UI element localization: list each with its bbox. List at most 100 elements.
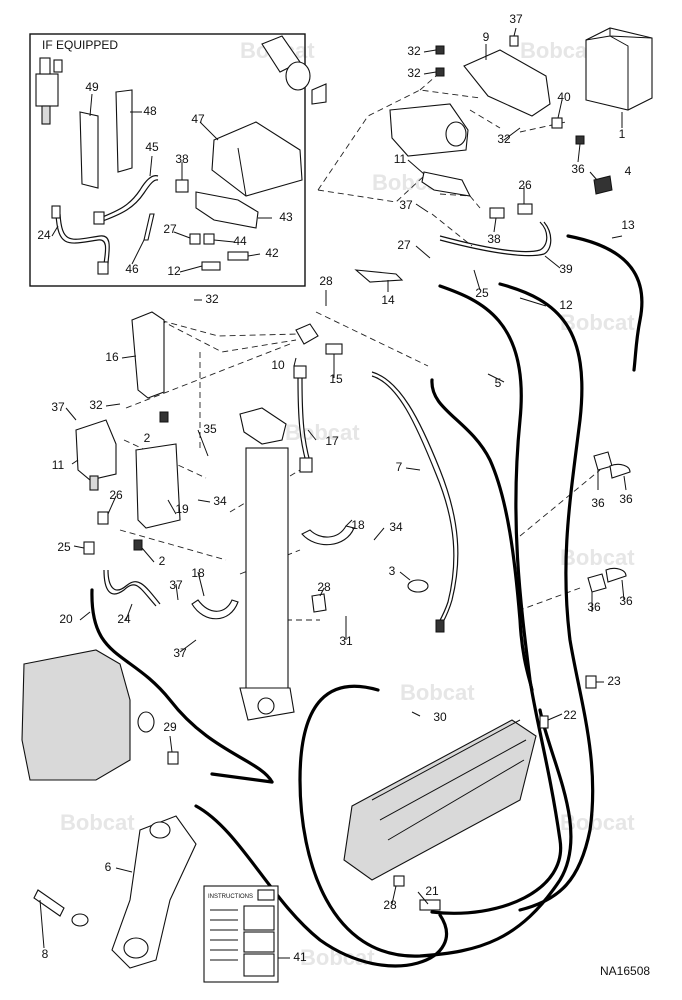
inset-valve bbox=[35, 57, 63, 125]
watermark-text: Bobcat bbox=[520, 38, 595, 63]
leader-lines bbox=[39, 27, 627, 959]
clamp-36c bbox=[587, 573, 607, 593]
callout: 5 bbox=[495, 376, 502, 390]
tube-24-inset-b bbox=[59, 213, 110, 273]
callout: 37 bbox=[51, 400, 65, 414]
callout: 27 bbox=[397, 238, 411, 252]
callout: 32 bbox=[89, 398, 103, 412]
callout: 2 bbox=[159, 554, 166, 568]
middle-components bbox=[75, 311, 631, 721]
callout: 44 bbox=[233, 234, 247, 248]
watermark-text: Bobcat bbox=[560, 310, 635, 335]
pin-46 bbox=[143, 213, 155, 241]
document-id: NA16508 bbox=[600, 964, 650, 978]
watermark-text: Bobcat bbox=[300, 945, 375, 970]
plug-37-upper bbox=[509, 35, 519, 47]
tube-24-lower bbox=[103, 569, 157, 607]
callout: 20 bbox=[59, 612, 73, 626]
callout: 48 bbox=[143, 104, 157, 118]
callout: 28 bbox=[383, 898, 397, 912]
callout: 18 bbox=[351, 518, 365, 532]
fitting-12-inset bbox=[201, 261, 221, 271]
watermark-layer: Bobcat Bobcat Bobcat Bobcat Bobcat Bobca… bbox=[40, 38, 635, 970]
fitting-29 bbox=[167, 751, 179, 765]
callout: 43 bbox=[279, 210, 293, 224]
control-valve-30 bbox=[343, 719, 537, 881]
callout: 18 bbox=[191, 566, 205, 580]
watermark-text: Bobcat bbox=[560, 810, 635, 835]
callout: 16 bbox=[105, 350, 119, 364]
clip-3 bbox=[407, 579, 429, 593]
inset-if-equipped: IF EQUIPPED bbox=[29, 33, 306, 287]
callout: 36 bbox=[571, 162, 585, 176]
bolt-32b bbox=[435, 67, 445, 77]
callout: 14 bbox=[381, 293, 395, 307]
tube-45 bbox=[99, 175, 159, 219]
callout: 31 bbox=[339, 634, 353, 648]
callout: 32 bbox=[497, 132, 511, 146]
callout: 21 bbox=[425, 884, 439, 898]
callout: 15 bbox=[329, 372, 343, 386]
bracket-48 bbox=[115, 89, 133, 173]
callout: 40 bbox=[557, 90, 571, 104]
callout: 27 bbox=[163, 222, 177, 236]
shield-47 bbox=[211, 121, 303, 197]
fitting-10 bbox=[295, 323, 319, 345]
fitting-26-upper bbox=[517, 203, 533, 215]
callout: 34 bbox=[213, 494, 227, 508]
fitting-26-lower bbox=[97, 511, 109, 525]
bracket-40 bbox=[551, 117, 563, 129]
callout: 37 bbox=[169, 578, 183, 592]
bracket-19 bbox=[135, 443, 181, 529]
lower-components: INSTRUCTIONS bbox=[21, 649, 597, 983]
hose-13 bbox=[566, 234, 644, 372]
callout: 34 bbox=[389, 520, 403, 534]
upper-components bbox=[261, 27, 653, 283]
callout: 3 bbox=[389, 564, 396, 578]
callout: 30 bbox=[433, 710, 447, 724]
clamp-36d bbox=[605, 567, 627, 583]
callout: 28 bbox=[317, 580, 331, 594]
bracket-16 bbox=[131, 311, 165, 399]
fitting-28-lower bbox=[393, 875, 405, 887]
hose-20 bbox=[90, 588, 274, 784]
valve-11-upper bbox=[421, 171, 471, 197]
bracket-49 bbox=[79, 111, 99, 189]
callout: 36 bbox=[619, 492, 633, 506]
fitting-25-lower bbox=[83, 541, 95, 555]
fitting-22 bbox=[539, 715, 549, 729]
callout: 37 bbox=[399, 198, 413, 212]
callout: 39 bbox=[559, 262, 573, 276]
callout: 37 bbox=[173, 646, 187, 660]
clamp-36b bbox=[609, 463, 631, 479]
inset-title: IF EQUIPPED bbox=[42, 38, 118, 52]
callout: 32 bbox=[407, 66, 421, 80]
frame-casting bbox=[21, 649, 131, 781]
callout: 29 bbox=[163, 720, 177, 734]
callout: 9 bbox=[483, 30, 490, 44]
hose-7-thin bbox=[371, 371, 459, 629]
callout: 17 bbox=[325, 434, 339, 448]
assembly-lines bbox=[119, 75, 601, 621]
callout: 38 bbox=[487, 232, 501, 246]
callout: 28 bbox=[319, 274, 333, 288]
callout: 45 bbox=[145, 140, 159, 154]
callout: 19 bbox=[175, 502, 189, 516]
nut-36 bbox=[575, 135, 585, 145]
callout: 2 bbox=[144, 431, 151, 445]
manual-box-1 bbox=[585, 27, 653, 111]
linkage-6 bbox=[111, 815, 197, 969]
tube-24-inset bbox=[55, 213, 107, 273]
callout: 4 bbox=[625, 164, 632, 178]
fitting-27-inset bbox=[189, 233, 201, 245]
hose-lower-loop bbox=[194, 804, 448, 968]
tube-45-b bbox=[99, 179, 159, 223]
callout: 22 bbox=[563, 708, 577, 722]
callout: 12 bbox=[559, 298, 573, 312]
callout: 36 bbox=[619, 594, 633, 608]
clamp-18-upper bbox=[301, 525, 355, 546]
hose-12 bbox=[498, 282, 595, 912]
pin-8 bbox=[33, 889, 65, 917]
callout: 26 bbox=[518, 178, 532, 192]
